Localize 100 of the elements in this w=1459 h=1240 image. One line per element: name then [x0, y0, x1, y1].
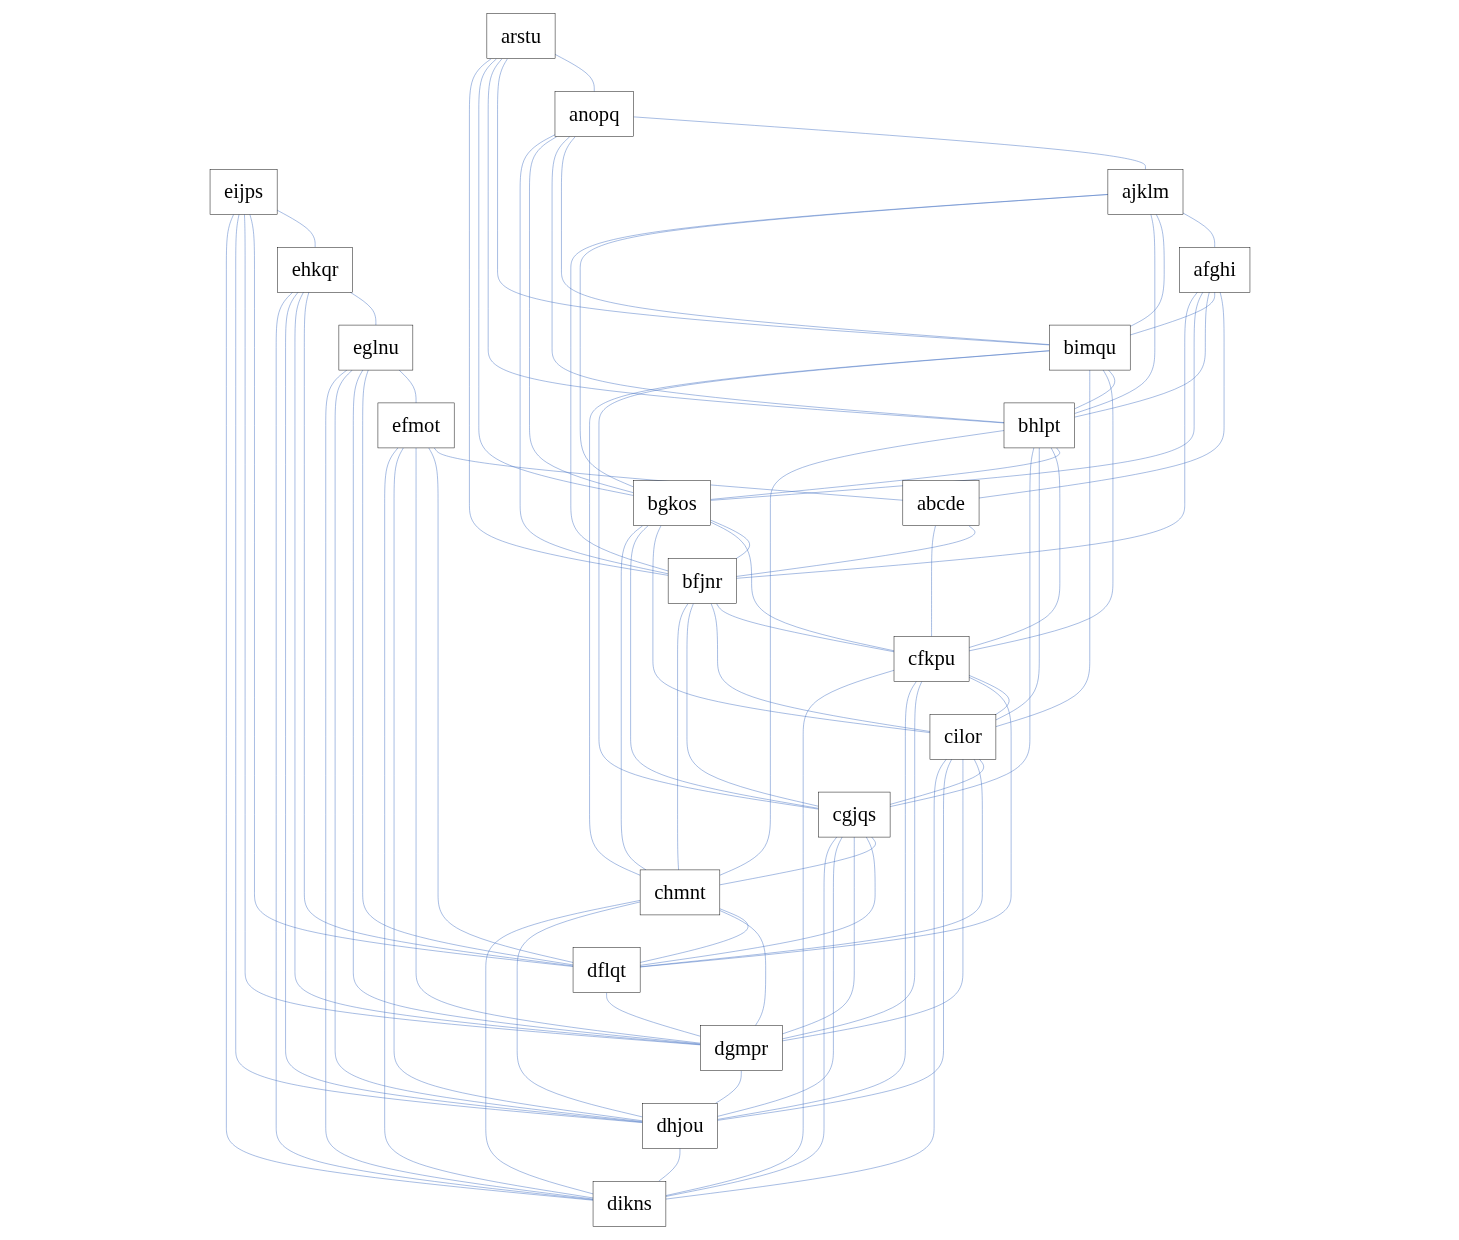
connector [710, 603, 930, 732]
connector [496, 58, 1050, 346]
connector [710, 519, 750, 559]
connector [276, 209, 315, 248]
node-box: dikns [592, 1181, 666, 1227]
node-box: abcde [902, 480, 979, 526]
connector [639, 677, 1011, 968]
connector [714, 1070, 742, 1104]
node-box: dgmpr [699, 1025, 783, 1071]
node-box: chmnt [639, 869, 720, 916]
connector [325, 369, 593, 1200]
connector [225, 214, 593, 1201]
connector [1073, 369, 1115, 410]
connector [551, 136, 1004, 423]
connector [968, 369, 1113, 652]
connector [361, 369, 573, 966]
connector [657, 1148, 680, 1182]
connector [715, 603, 894, 652]
connector [294, 292, 701, 1045]
connector [652, 525, 930, 733]
connector [995, 447, 1039, 721]
connector [485, 900, 640, 1195]
connector [930, 525, 936, 637]
node-box: ehkqr [276, 247, 353, 293]
connector [620, 525, 646, 871]
connector [487, 58, 1004, 424]
connector [710, 292, 1203, 501]
connector [968, 447, 1060, 648]
node-box: cilor [929, 714, 996, 760]
connector [398, 369, 416, 404]
connector [334, 369, 643, 1122]
connector [995, 369, 1090, 727]
connector [978, 292, 1224, 499]
node-box: eglnu [338, 324, 413, 371]
connector [665, 836, 837, 1197]
connector [415, 447, 701, 1044]
node-box: ajklm [1107, 169, 1183, 215]
connector [560, 136, 1050, 345]
connector [1073, 214, 1155, 414]
node-box: arstu [486, 13, 555, 59]
connector [735, 292, 1198, 579]
connector [889, 759, 984, 805]
connector [781, 759, 963, 1042]
connector [1182, 212, 1215, 248]
connector [1073, 292, 1209, 418]
connector [554, 54, 594, 92]
connector [719, 910, 766, 1026]
connector [1129, 214, 1164, 327]
connector [428, 447, 573, 963]
connector [968, 675, 1009, 715]
connector [665, 759, 946, 1200]
connector [639, 908, 748, 963]
connector [716, 759, 952, 1121]
connector [393, 447, 643, 1122]
connector [629, 525, 819, 809]
connector [716, 681, 917, 1120]
connector [383, 447, 593, 1199]
connector [686, 603, 819, 807]
connector [781, 836, 854, 1035]
connector [516, 901, 643, 1118]
connector [349, 292, 376, 326]
node-box: afghi [1178, 247, 1250, 293]
node-box: bimqu [1048, 324, 1130, 371]
connector [639, 836, 875, 966]
connector [303, 292, 573, 967]
connector [249, 214, 573, 967]
connector [284, 292, 643, 1123]
connector [632, 116, 1146, 170]
connector [1129, 292, 1215, 336]
connector [352, 369, 701, 1045]
node-box: bgkos [632, 480, 711, 526]
connector [468, 58, 668, 576]
connector [243, 214, 701, 1046]
node-box: dhjou [641, 1103, 718, 1149]
connector [275, 292, 593, 1200]
connector [478, 58, 634, 496]
connector [605, 992, 701, 1037]
connector [676, 603, 688, 871]
node-box: efmot [377, 402, 454, 449]
connector [639, 759, 983, 967]
node-box: dflqt [572, 947, 640, 993]
connector [889, 447, 1034, 807]
connector [665, 670, 894, 1196]
connector [719, 836, 876, 886]
connector [710, 447, 1060, 500]
node-box: cgjqs [817, 791, 890, 838]
node-box: cfkpu [893, 636, 969, 682]
node-box: bfjnr [667, 558, 737, 604]
connector [235, 214, 643, 1123]
connector [570, 194, 1108, 572]
connector [528, 136, 634, 493]
node-box: bhlpt [1003, 402, 1075, 449]
connector [781, 681, 922, 1040]
connector [719, 430, 1004, 876]
connector [519, 134, 668, 575]
node-box: eijps [209, 169, 277, 215]
connector [735, 525, 975, 577]
connector [716, 836, 842, 1117]
node-box: anopq [554, 91, 634, 137]
connector [710, 521, 894, 652]
